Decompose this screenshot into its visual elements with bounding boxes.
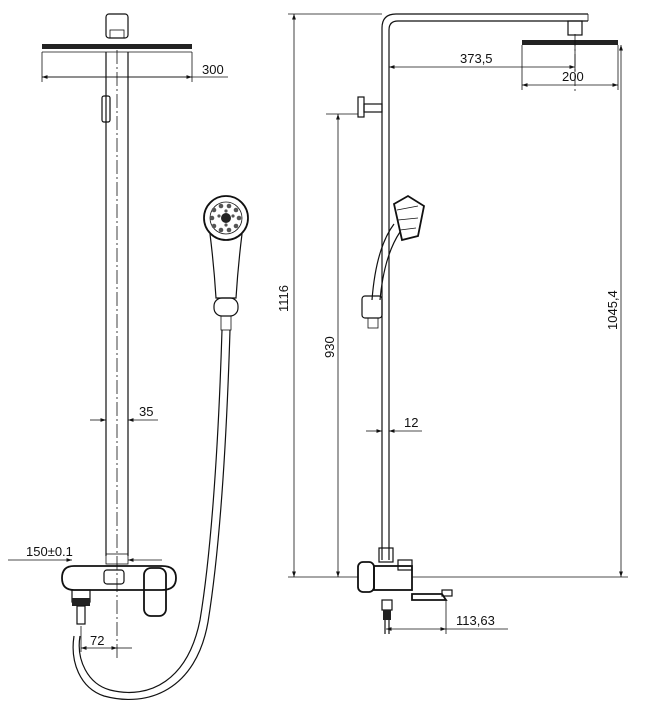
dim-spout-length: 113,63 (386, 600, 508, 634)
dim-total-height: 1116 (276, 13, 382, 578)
mixer-lever (143, 567, 167, 617)
side-wall-flange (357, 561, 375, 593)
dim-mixer-to-top: 1045,4 (412, 45, 628, 578)
dim-pipe-diameter-label: 35 (139, 404, 153, 419)
dim-holder-height: 930 (322, 113, 358, 577)
dim-spout-length-label: 113,63 (456, 613, 495, 628)
dim-total-height-label: 1116 (276, 285, 291, 312)
dim-spout-offset: 72 (80, 626, 132, 652)
dim-center-distance-label: 150±0.1 (26, 544, 73, 559)
dim-head-width-label: 300 (202, 62, 224, 77)
hand-shower-handle (209, 233, 243, 299)
head-connector-neck (109, 29, 125, 39)
side-head-connector (567, 20, 583, 36)
dim-head-side-label: 200 (562, 69, 584, 84)
dim-pipe-gap: 12 (366, 415, 422, 433)
riser-arm-outer (381, 13, 588, 560)
side-shower-plate (522, 40, 618, 45)
dim-pipe-diameter: 35 (90, 404, 158, 422)
hand-shower-face (203, 195, 249, 241)
dim-holder-height-label: 930 (322, 336, 337, 358)
head-connector (105, 13, 129, 39)
mixer-side (357, 547, 453, 634)
side-mixer-body (373, 565, 413, 591)
front-view: 300 35 150±0.1 72 (8, 13, 249, 700)
dim-arm-reach: 373,5 (389, 45, 576, 72)
hand-shower-side (361, 194, 426, 329)
dim-arm-reach-label: 373,5 (460, 51, 493, 66)
dim-pipe-gap-label: 12 (404, 415, 418, 430)
hose-inner (72, 329, 231, 700)
hose-connector (76, 605, 86, 625)
mixer-front (61, 553, 177, 625)
hand-shower-side-head (392, 194, 426, 242)
dim-head-width: 300 (41, 52, 228, 82)
diverter-knob (101, 95, 111, 123)
mixer-center-block (103, 569, 125, 585)
dim-head-side: 200 (521, 45, 619, 90)
dim-spout-offset-label: 72 (90, 633, 104, 648)
side-view: 1116 930 373,5 200 1045,4 (276, 13, 628, 634)
overhead-shower-plate (42, 44, 192, 49)
dim-center-distance: 150±0.1 (8, 544, 162, 562)
riser-arm-inner (388, 20, 588, 560)
hand-shower-side-handle (371, 223, 395, 301)
hose-outer (78, 329, 223, 694)
hand-shower-holder (213, 297, 239, 317)
dim-mixer-to-top-label: 1045,4 (605, 290, 620, 330)
hand-shower-front (72, 195, 249, 700)
side-diverter-knob (357, 96, 365, 118)
mixer-body (61, 565, 177, 591)
side-spout (411, 593, 448, 601)
